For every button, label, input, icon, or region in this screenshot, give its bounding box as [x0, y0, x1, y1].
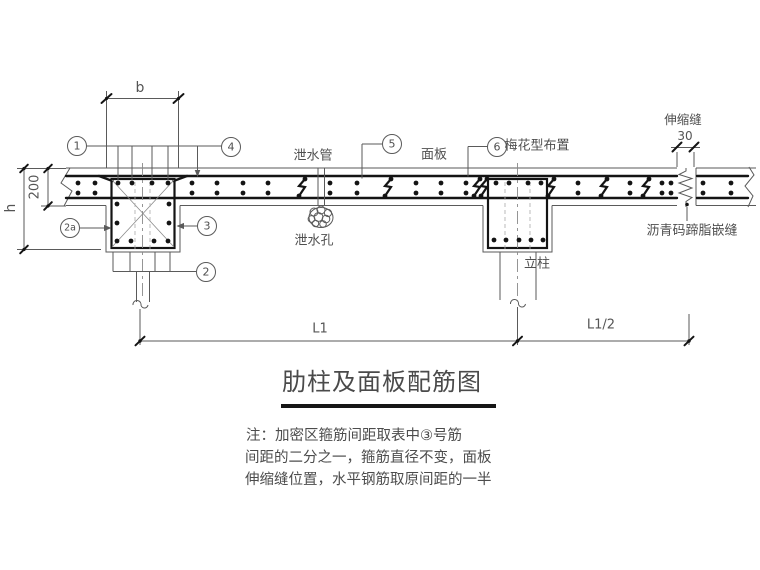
callout-1: 1 — [73, 139, 81, 153]
left-column — [97, 163, 189, 302]
note-line-1: 注：加密区箍筋间距取表中③号筋 — [246, 428, 462, 444]
column-label: 立柱 — [523, 256, 551, 272]
callout-circle-2a — [60, 218, 80, 238]
callout-circle-5 — [382, 134, 402, 154]
callout-circles — [60, 134, 507, 282]
dim-b-label: b — [135, 80, 145, 96]
callout-circle-2 — [196, 262, 216, 282]
dimension-lines — [17, 91, 700, 347]
drain-hole-label: 泄水孔 — [294, 233, 334, 249]
left-break-mark — [60, 167, 73, 207]
callout-circle-4 — [221, 137, 241, 157]
dim-30-label: 30 — [677, 129, 693, 143]
centerline-break-mark — [132, 300, 149, 309]
callout-circle-6 — [487, 137, 507, 157]
callout-2: 2 — [202, 265, 210, 279]
panel-label: 面板 — [420, 147, 448, 163]
expansion-joint-label: 伸缩缝 — [664, 111, 702, 127]
sealant-label: 沥青码蹄脂嵌缝 — [646, 223, 738, 239]
callout-leaders — [80, 143, 488, 272]
callout-6: 6 — [493, 140, 501, 154]
title-underline — [281, 404, 496, 408]
note-line-3: 伸缩缝位置，水平钢筋取原间距的一半 — [245, 472, 492, 488]
drain-hole-cluster — [307, 205, 334, 228]
dim-l1-half-label: L1/2 — [586, 317, 616, 333]
drain-pipe-label: 泄水管 — [293, 148, 333, 164]
dim-200-label: 200 — [27, 174, 43, 200]
right-break-mark — [744, 166, 755, 208]
dim-l1-label: L1 — [312, 321, 328, 337]
callout-circle-1 — [67, 136, 87, 156]
bent-bar-symbols — [296, 176, 652, 199]
callout-3: 3 — [203, 219, 211, 233]
expansion-joint — [677, 168, 694, 221]
plum-pattern-label: 梅花型布置 — [504, 138, 570, 154]
note-line-2: 间距的二分之一，箍筋直径不变，面板 — [245, 450, 492, 466]
callout-2a: 2a — [64, 222, 76, 234]
centerline-break-mark — [509, 299, 526, 308]
slab-outline — [60, 166, 756, 208]
dim-h-label: h — [3, 203, 19, 213]
drawing-title: 肋柱及面板配筋图 — [282, 368, 482, 396]
drain-pipe — [317, 168, 325, 206]
callout-circle-3 — [197, 216, 217, 236]
rebar-dots — [75, 180, 734, 244]
callout-5: 5 — [388, 137, 396, 151]
callout-4: 4 — [227, 140, 235, 154]
